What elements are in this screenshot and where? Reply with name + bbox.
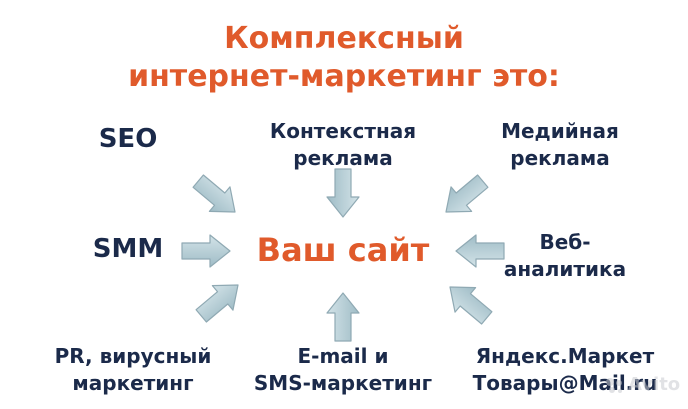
node-media: Медийная реклама — [470, 118, 650, 172]
center-your-site: Ваш сайт — [256, 231, 430, 269]
node-email-line-2: SMS-маркетинг — [253, 371, 433, 395]
node-pr-line-2: маркетинг — [72, 371, 194, 395]
node-web-analytics: Веб- аналитика — [480, 229, 650, 283]
node-context-line-2: реклама — [293, 146, 393, 170]
arrow-icon — [190, 272, 249, 329]
arrow-icon — [435, 168, 494, 225]
avito-watermark: Avito — [604, 373, 684, 397]
arrow-icon — [181, 234, 231, 268]
node-email: E-mail и SMS-маркетинг — [238, 343, 448, 397]
node-media-line-1: Медийная — [501, 119, 619, 143]
node-web-line-1: Веб- — [539, 230, 591, 254]
arrow-icon — [439, 274, 498, 331]
node-email-line-1: E-mail и — [297, 344, 389, 368]
node-pr: PR, вирусный маркетинг — [28, 343, 238, 397]
arrow-icon — [326, 292, 360, 342]
arrow-icon — [326, 168, 360, 218]
node-web-line-2: аналитика — [503, 257, 627, 281]
node-smm: SMM — [92, 234, 164, 264]
node-seo: SEO — [98, 124, 158, 154]
avito-logo-icon — [606, 378, 622, 393]
node-yandex-line-2: Товары@Mail.ru — [472, 371, 658, 395]
node-media-line-2: реклама — [510, 146, 610, 170]
title-line-1: Комплексный — [224, 21, 464, 56]
title-line-2: интернет-маркетинг это: — [128, 59, 560, 94]
node-context-line-1: Контекстная — [269, 119, 417, 143]
node-context: Контекстная реклама — [243, 118, 443, 172]
arrow-icon — [187, 168, 246, 225]
node-yandex-line-1: Яндекс.Маркет — [475, 344, 655, 368]
node-pr-line-1: PR, вирусный — [54, 344, 212, 368]
avito-watermark-text: Avito — [628, 374, 681, 395]
node-yandex: Яндекс.Маркет Товары@Mail.ru — [450, 343, 680, 397]
